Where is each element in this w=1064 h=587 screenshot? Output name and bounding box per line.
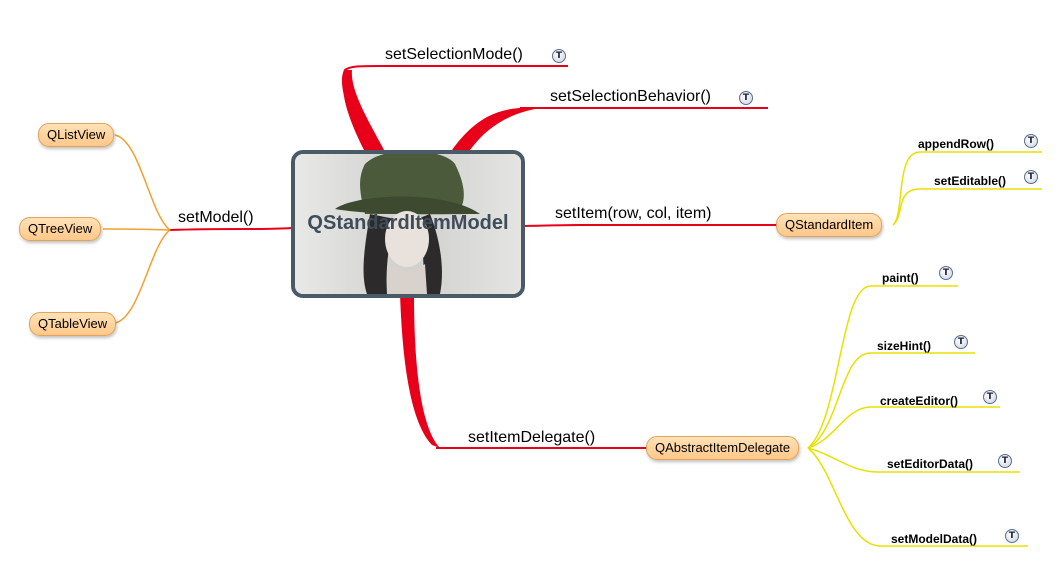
qtableview-node[interactable]: QTableView xyxy=(29,312,117,336)
central-node[interactable]: QStandardItemModel xyxy=(291,150,525,298)
branch-qtreeview xyxy=(102,228,171,231)
branch-set-item xyxy=(516,224,776,227)
set-item-label[interactable]: setItem(row, col, item) xyxy=(555,205,712,222)
set-selection-mode-label[interactable]: setSelectionMode() xyxy=(385,46,523,63)
text-note-icon[interactable]: T xyxy=(1024,134,1038,148)
set-editor-data-label[interactable]: setEditorData() xyxy=(887,457,974,471)
branch-set-selection-behavior-taper xyxy=(452,108,540,150)
branch-set-editor-data xyxy=(807,447,1020,473)
branch-size-hint xyxy=(807,352,975,449)
size-hint-label[interactable]: sizeHint() xyxy=(877,339,931,353)
set-editable-label[interactable]: setEditable() xyxy=(934,174,1007,188)
branch-qlistview xyxy=(114,134,171,231)
branch-set-item-delegate-taper xyxy=(400,294,440,448)
central-photo xyxy=(295,154,521,294)
branch-set-editable xyxy=(892,188,1042,226)
branch-set-model xyxy=(169,227,292,231)
set-model-data-label[interactable]: setModelData() xyxy=(891,532,978,546)
branch-create-editor xyxy=(807,406,1000,449)
text-note-icon[interactable]: T xyxy=(1024,170,1038,184)
text-note-icon[interactable]: T xyxy=(939,266,953,280)
qstandarditem-node[interactable]: QStandardItem xyxy=(776,213,883,237)
append-row-label[interactable]: appendRow() xyxy=(918,137,994,151)
qtreeview-node[interactable]: QTreeView xyxy=(19,217,102,241)
set-model-label[interactable]: setModel() xyxy=(178,209,254,226)
paint-label[interactable]: paint() xyxy=(882,271,919,285)
text-note-icon[interactable]: T xyxy=(954,335,968,349)
branch-qtableview xyxy=(114,229,171,324)
text-note-icon[interactable]: T xyxy=(983,390,997,404)
qabstractitemdelegate-node[interactable]: QAbstractItemDelegate xyxy=(646,436,800,460)
text-note-icon[interactable]: T xyxy=(1005,529,1019,543)
central-title: QStandardItemModel xyxy=(307,212,509,234)
qlistview-node[interactable]: QListView xyxy=(38,123,115,147)
text-note-icon[interactable]: T xyxy=(739,91,753,105)
text-note-icon[interactable]: T xyxy=(998,454,1012,468)
branch-set-selection-mode-taper xyxy=(342,70,384,150)
text-note-icon[interactable]: T xyxy=(552,49,566,63)
branch-set-model-data xyxy=(807,447,1028,547)
create-editor-label[interactable]: createEditor() xyxy=(880,394,959,408)
branch-paint xyxy=(807,285,958,449)
set-selection-behavior-label[interactable]: setSelectionBehavior() xyxy=(550,88,711,105)
set-item-delegate-label[interactable]: setItemDelegate() xyxy=(468,429,596,446)
